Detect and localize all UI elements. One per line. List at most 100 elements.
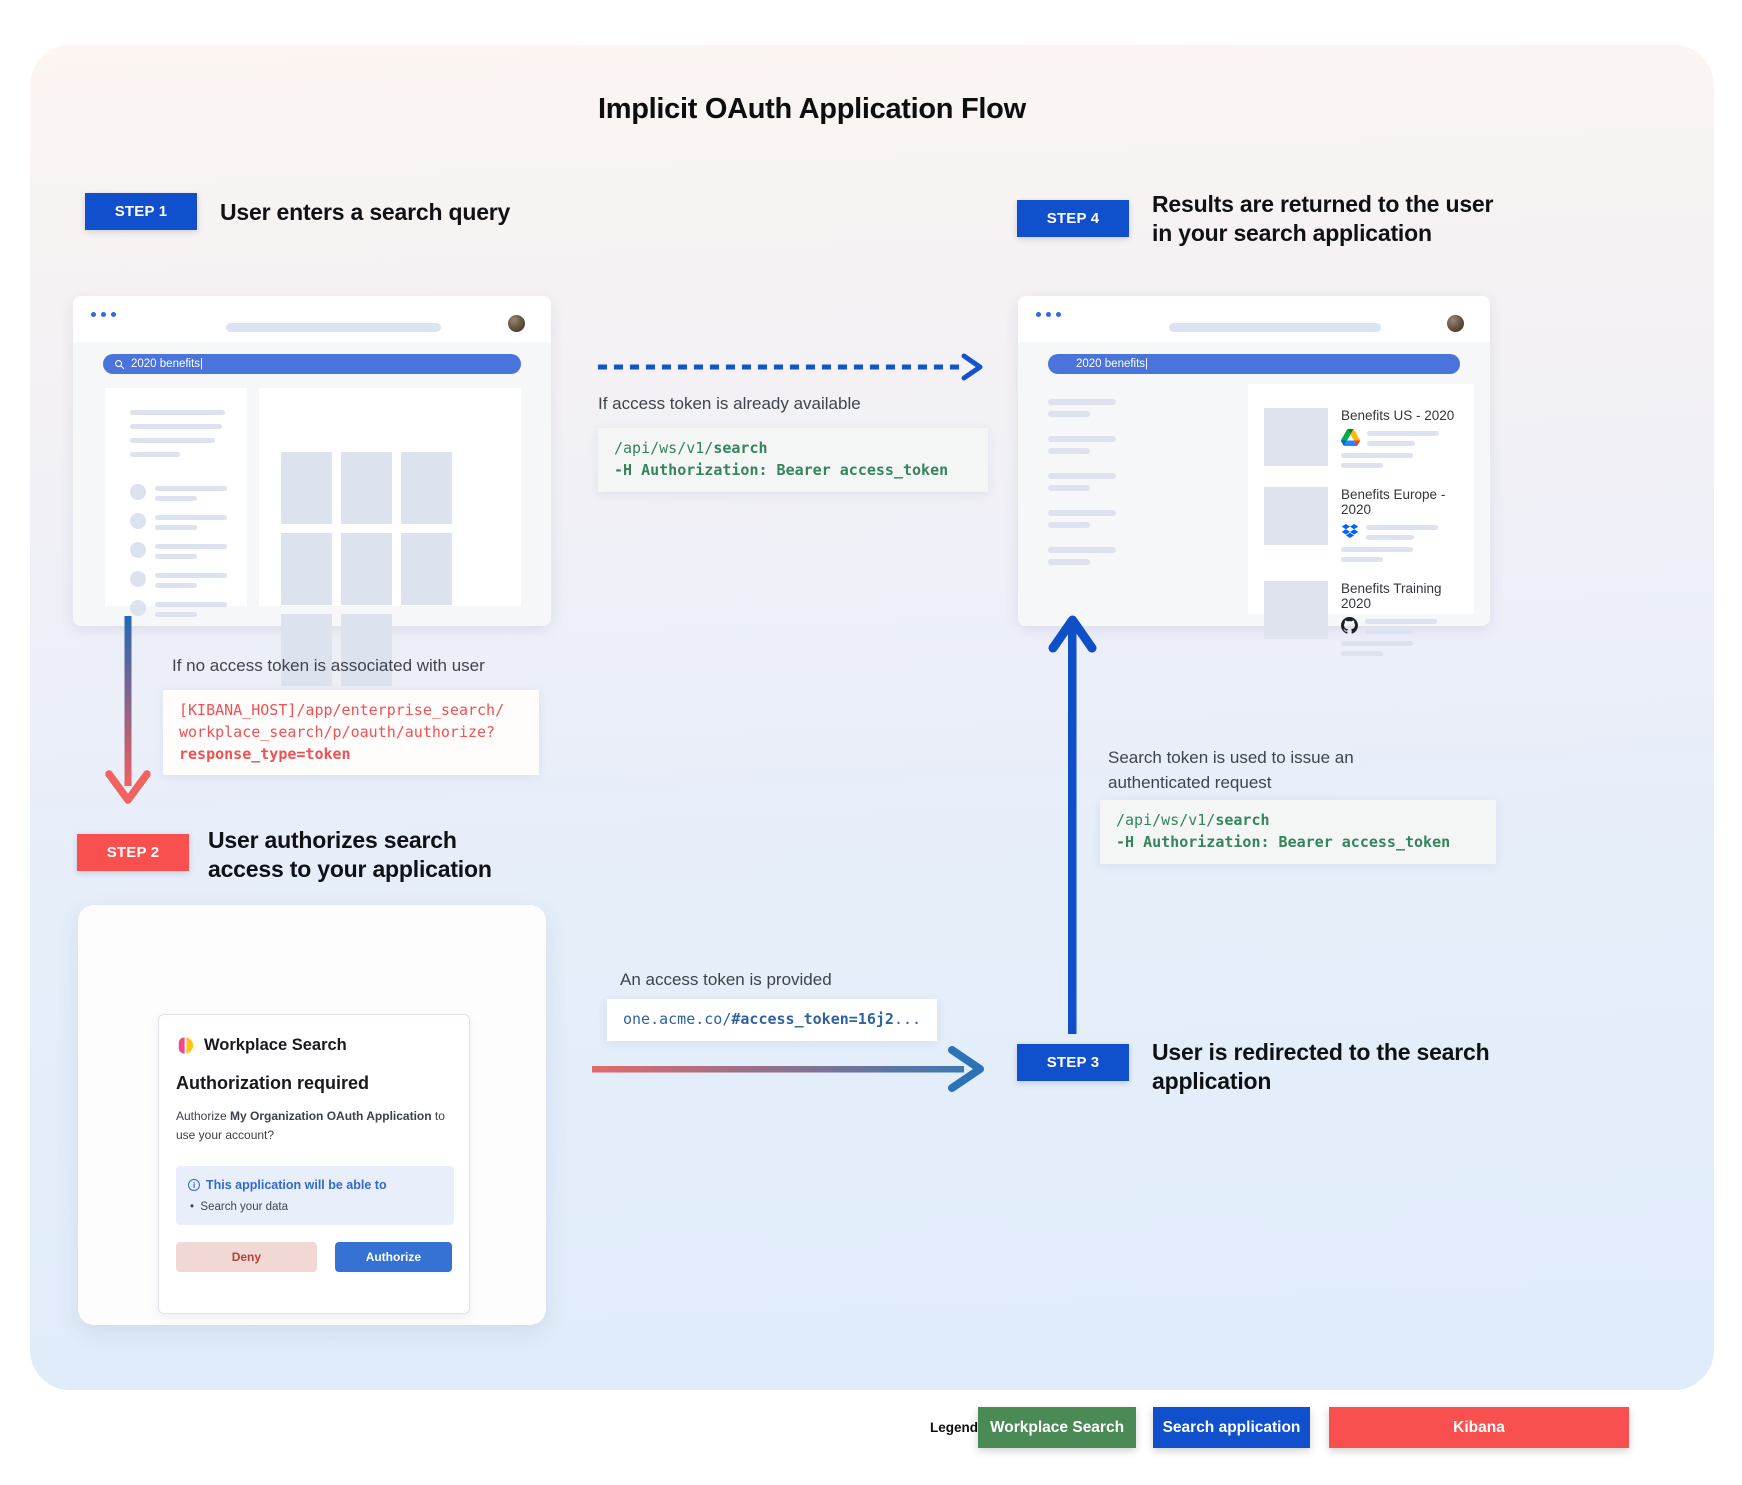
github-icon (1341, 617, 1358, 634)
code-block-redirect-url: one.acme.co/#access_token=16j2... (607, 999, 938, 1041)
skeleton-group (1048, 510, 1116, 528)
thumbnail-placeholder (281, 614, 332, 686)
step2-title: User authorizes search access to your ap… (208, 827, 492, 883)
skeleton-line (1048, 436, 1116, 442)
skeleton-line (155, 612, 197, 617)
dropbox-icon (1341, 524, 1359, 538)
skeleton-group (1048, 473, 1116, 491)
gradient-arrow-right (592, 1046, 984, 1092)
code-block-api-search-2: /api/ws/v1/search -H Authorization: Bear… (1100, 800, 1496, 864)
search-icon (115, 359, 125, 369)
skeleton-line (155, 583, 197, 588)
thumbnail-placeholder (341, 452, 392, 524)
legend-workplace-search: Workplace Search (978, 1407, 1136, 1448)
skeleton-line (1367, 431, 1439, 436)
skeleton-list (130, 484, 227, 617)
result-title: Benefits US - 2020 (1341, 408, 1455, 423)
search-result-row[interactable]: Benefits US - 2020 (1264, 408, 1474, 468)
browser-content: 2020 benefits| Benefits US - 2020 (1018, 342, 1490, 656)
skeleton-line (1341, 641, 1413, 646)
avatar-placeholder (130, 600, 146, 616)
flow-label-token-available: If access token is already available (598, 394, 861, 413)
url-bar-placeholder (225, 323, 442, 332)
avatar-placeholder (130, 542, 146, 558)
authorization-page-card: Workplace Search Authorization required … (78, 905, 546, 1325)
avatar[interactable] (508, 315, 525, 332)
browser-mockup-step4: 2020 benefits| Benefits US - 2020 (1018, 296, 1490, 656)
skeleton-line (1341, 453, 1413, 458)
gradient-arrow-down (105, 616, 151, 804)
skeleton-line (130, 438, 215, 443)
thumbnail-placeholder (341, 533, 392, 605)
legend-label: Legend (930, 1420, 979, 1435)
step3-badge: STEP 3 (1017, 1044, 1129, 1081)
url-bar-placeholder (1169, 323, 1382, 332)
skeleton-line (1048, 510, 1116, 516)
avatar-placeholder (130, 484, 146, 500)
code-block-kibana-authorize: [KIBANA_HOST]/app/enterprise_search/ wor… (163, 690, 539, 776)
thumbnail-placeholder (401, 452, 452, 524)
search-result-row[interactable]: Benefits Training 2020 (1264, 581, 1474, 656)
skeleton-line (155, 486, 227, 491)
content-grid-card (259, 388, 521, 686)
window-dot (91, 312, 96, 317)
skeleton-line (130, 424, 222, 429)
skeleton-line (155, 496, 197, 501)
skeleton-group (1048, 547, 1116, 565)
skeleton-line (1366, 525, 1438, 530)
result-thumbnail (1264, 408, 1328, 466)
search-result-row[interactable]: Benefits Europe - 2020 (1264, 487, 1474, 562)
skeleton-line (155, 573, 227, 578)
dialog-buttons: Deny Authorize (176, 1242, 452, 1273)
result-thumbnail (1264, 581, 1328, 639)
skeleton-group (1048, 436, 1116, 454)
skeleton-line (1341, 651, 1383, 656)
thumbnail-placeholder (401, 533, 452, 605)
skeleton-line (155, 515, 227, 520)
skeleton-line (155, 554, 197, 559)
skeleton-line (1341, 463, 1383, 468)
thumbnail-placeholder (281, 452, 332, 524)
thumbnail-placeholder (341, 614, 392, 686)
info-icon: i (188, 1179, 200, 1192)
step4-title: Results are returned to the user in your… (1152, 191, 1494, 247)
authorization-dialog: Workplace Search Authorization required … (158, 1014, 470, 1314)
browser-titlebar (1018, 296, 1490, 342)
flow-label-no-token: If no access token is associated with us… (172, 656, 485, 675)
step4-badge: STEP 4 (1017, 200, 1129, 237)
scope-info-box: i This application will be able to • Sea… (176, 1166, 454, 1226)
avatar[interactable] (1447, 315, 1464, 332)
skeleton-line (155, 602, 227, 607)
flow-label-authenticated-request: Search token is used to issue an authent… (1108, 748, 1354, 792)
step2-badge: STEP 2 (77, 834, 189, 871)
app-name: Workplace Search (204, 1036, 347, 1054)
dialog-heading: Authorization required (176, 1073, 369, 1093)
skeleton-line (1048, 522, 1090, 528)
legend-kibana: Kibana (1329, 1407, 1629, 1448)
list-item (130, 513, 227, 530)
skeleton-line (1365, 619, 1437, 624)
facet-skeletons (1048, 399, 1116, 565)
avatar-placeholder (130, 571, 146, 587)
skeleton-line (1341, 557, 1383, 562)
list-item (130, 484, 227, 501)
skeleton-line (1341, 547, 1413, 552)
deny-button[interactable]: Deny (176, 1242, 317, 1273)
skeleton-line (130, 452, 180, 457)
page-title: Implicit OAuth Application Flow (598, 93, 1026, 125)
skeleton-line (1365, 629, 1413, 634)
skeleton-line (1048, 559, 1090, 565)
skeleton-line (155, 525, 197, 530)
skeleton-line (1048, 485, 1090, 491)
browser-content: 2020 benefits| (73, 342, 551, 686)
skeleton-line (1048, 448, 1090, 454)
window-dot (1046, 312, 1051, 317)
browser-titlebar (73, 296, 551, 342)
search-input[interactable]: 2020 benefits| (1048, 354, 1460, 374)
search-input[interactable]: 2020 benefits| (103, 354, 521, 374)
blue-arrow-up (1048, 615, 1097, 1034)
skeleton-line (155, 544, 227, 549)
window-dot (101, 312, 106, 317)
thumbnail-placeholder (281, 533, 332, 605)
authorize-button[interactable]: Authorize (334, 1242, 452, 1273)
